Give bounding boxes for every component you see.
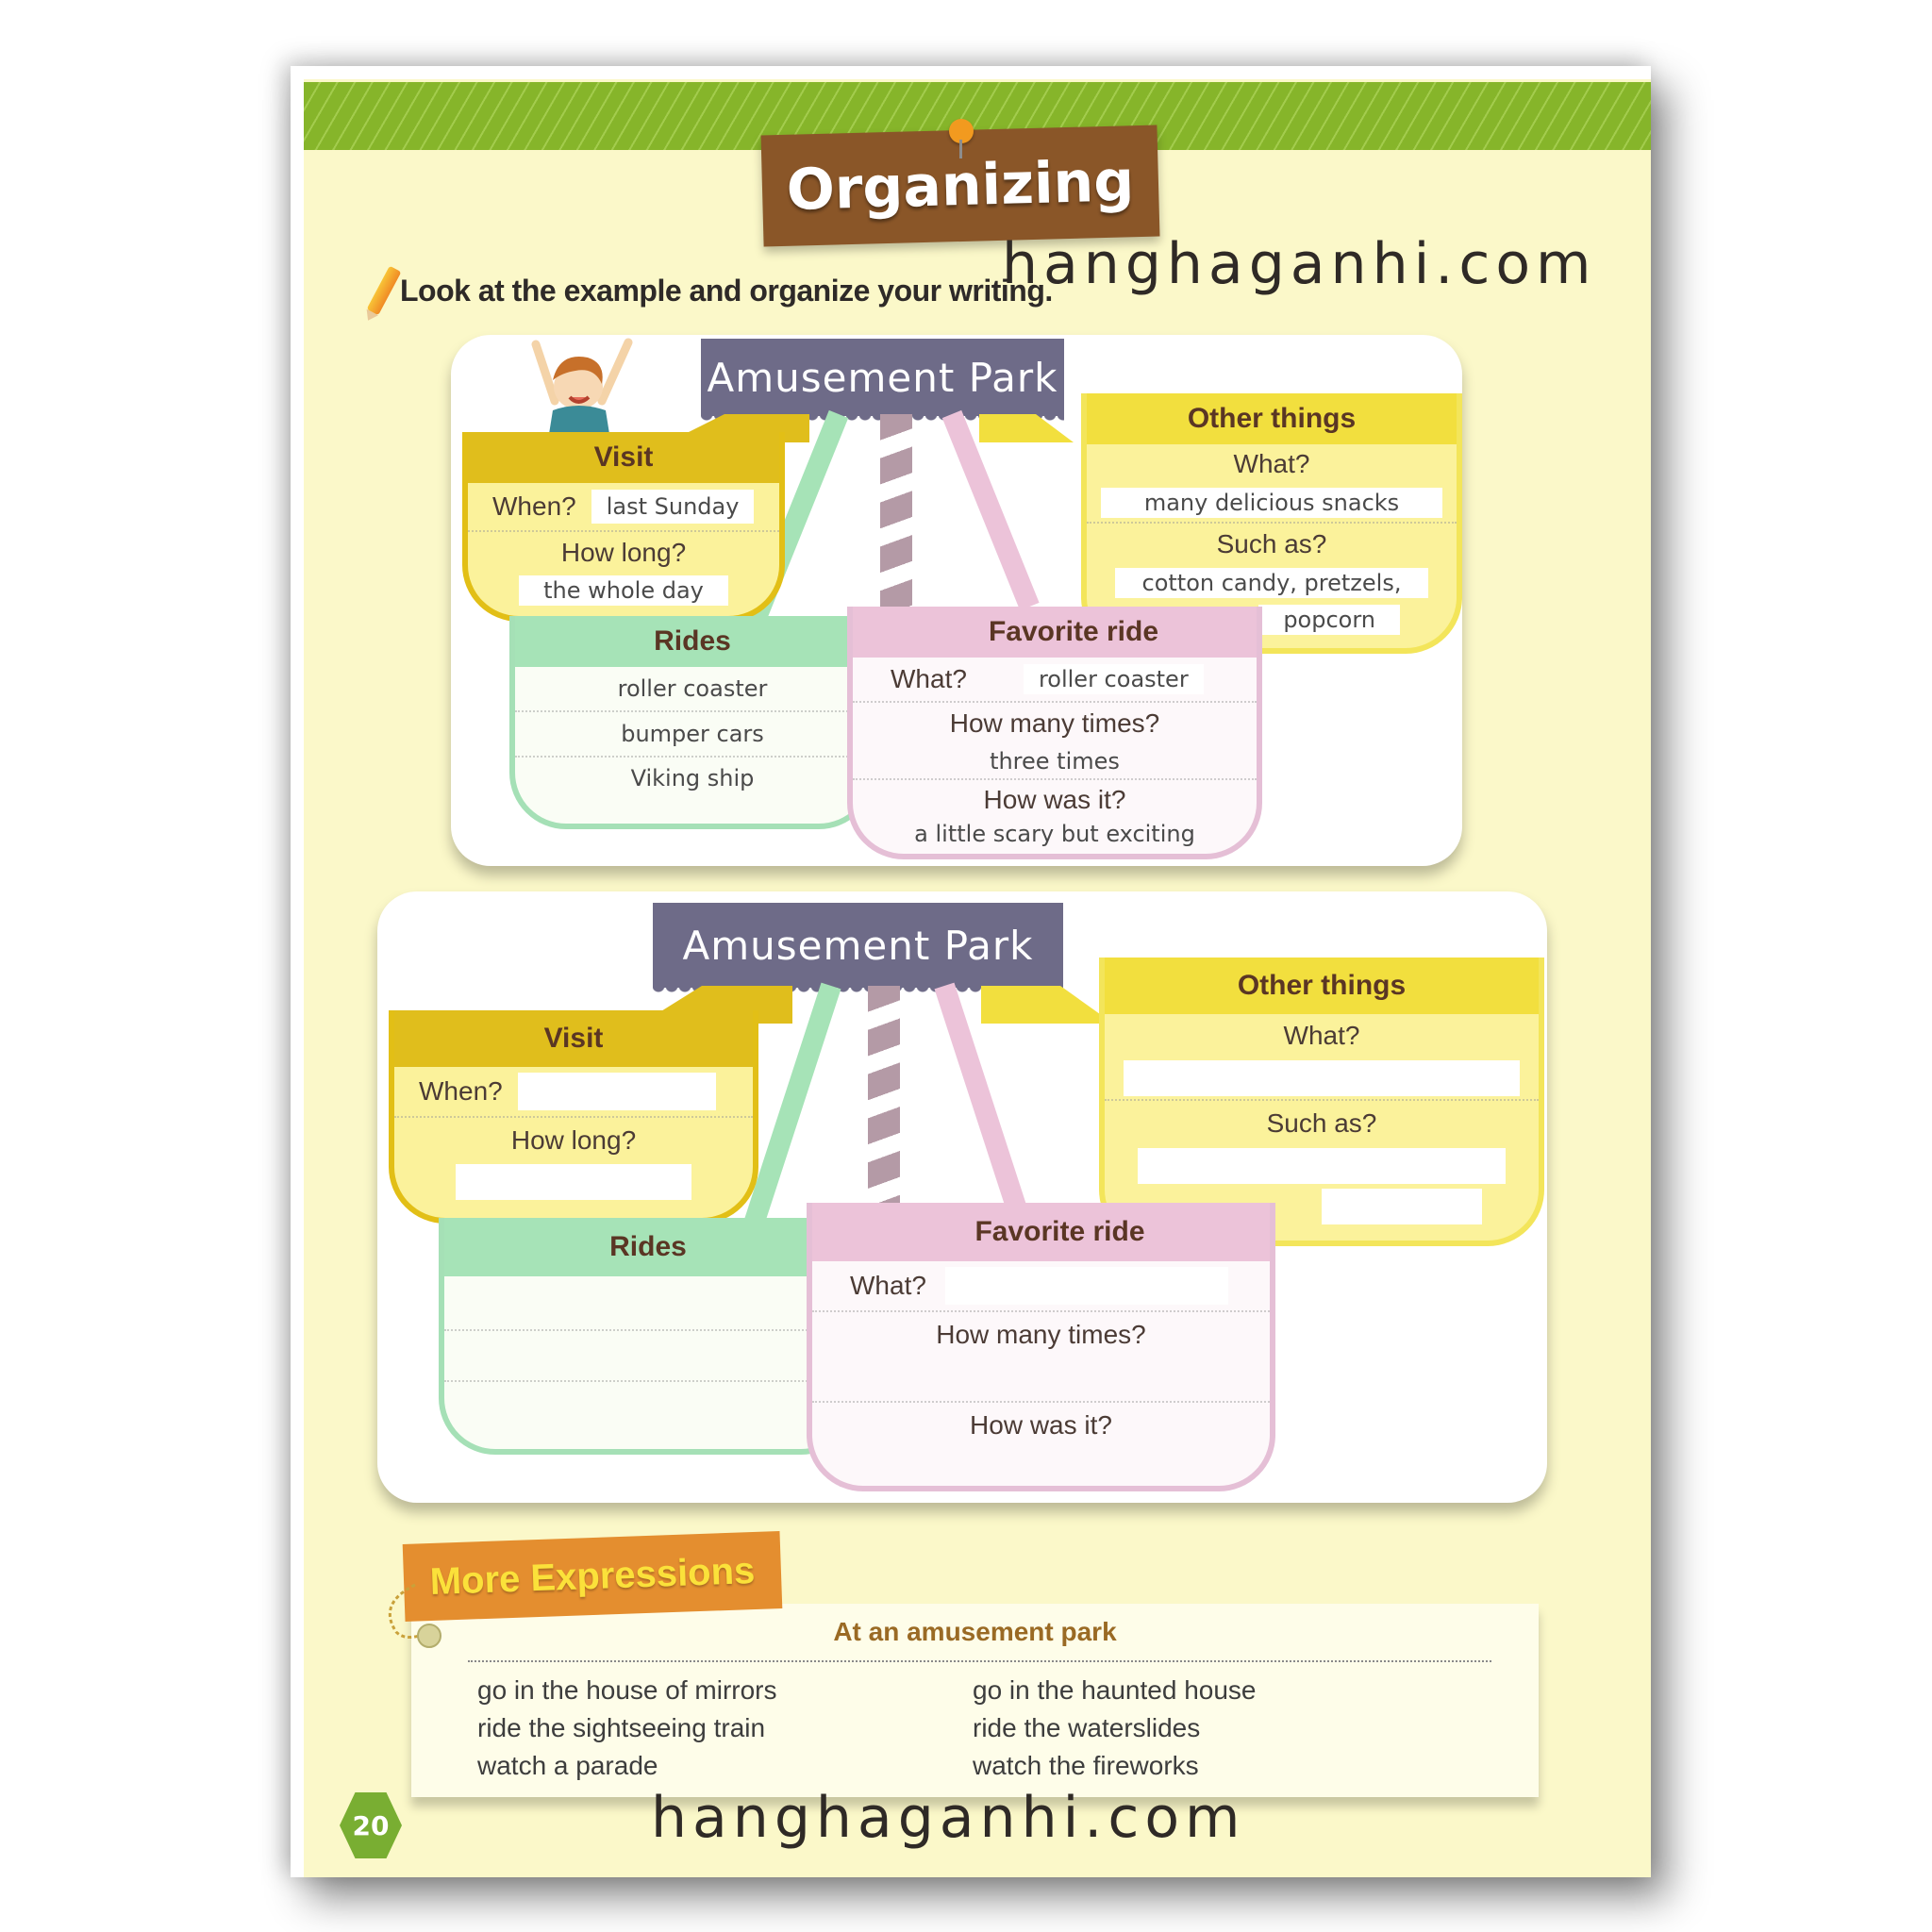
how-was-input[interactable] (812, 1448, 1270, 1486)
how-was-row: a little scary but exciting (853, 820, 1257, 848)
other-things-title: Other things (1105, 958, 1539, 1014)
other-what-input-row (1105, 1058, 1539, 1101)
when-input[interactable] (517, 1073, 716, 1110)
such-as-input-2[interactable] (1322, 1189, 1482, 1224)
how-long-input-row (394, 1163, 753, 1201)
pencil-icon (366, 265, 402, 316)
more-expressions-label: More Expressions (429, 1549, 756, 1603)
expression-item: ride the sightseeing train (477, 1713, 766, 1742)
expression-item: go in the house of mirrors (477, 1675, 777, 1705)
times-label: How many times? (949, 708, 1160, 738)
instruction: Look at the example and organize your wr… (366, 265, 1053, 316)
fav-what-row: What? (812, 1261, 1270, 1312)
expressions-right-column: go in the haunted house ride the watersl… (973, 1672, 1256, 1785)
visit-when-row: When? (394, 1067, 753, 1118)
visit-title: Visit (394, 1010, 753, 1067)
how-long-label: How long? (560, 538, 687, 567)
more-expressions-box: At an amusement park go in the house of … (411, 1604, 1539, 1797)
times-answer: three times (990, 748, 1120, 774)
how-was-label: How was it? (970, 1410, 1112, 1440)
example-organizer-card: Amusement Park Visit When? last Sunday H… (451, 335, 1462, 866)
boy-illustration-icon (531, 338, 633, 434)
fav-what-answer: roller coaster (1023, 664, 1204, 694)
ride-input[interactable] (444, 1382, 852, 1429)
workbook-page: Organizing Look at the example and organ… (291, 66, 1651, 1877)
tag-string-icon (388, 1583, 425, 1639)
expressions-left-column: go in the house of mirrors ride the sigh… (477, 1672, 777, 1785)
fav-what-input[interactable] (944, 1267, 1228, 1305)
such-as-row-2: popcorn (1087, 601, 1457, 639)
such-as-row-1: cotton candy, pretzels, (1087, 565, 1457, 601)
topic-banner: Amusement Park (653, 903, 1063, 997)
ride-item: roller coaster (515, 667, 870, 712)
how-long-answer-row: the whole day (468, 574, 779, 608)
other-things-title: Other things (1087, 393, 1457, 444)
expression-item: go in the haunted house (973, 1675, 1257, 1705)
other-what-label: What? (1233, 449, 1310, 478)
such-as-input-1[interactable] (1138, 1148, 1506, 1184)
times-label: How many times? (936, 1320, 1146, 1349)
how-long-input[interactable] (456, 1164, 691, 1200)
more-expressions-tag: More Expressions (402, 1531, 783, 1622)
rides-box: Rides roller coaster bumper cars Viking … (509, 616, 875, 829)
times-input[interactable] (812, 1357, 1270, 1403)
such-as-answer-2: popcorn (1258, 605, 1400, 635)
page-number-badge: 20 (340, 1792, 402, 1858)
topic-banner: Amusement Park (701, 339, 1064, 425)
such-as-label: Such as? (1216, 529, 1327, 558)
other-what-row: many delicious snacks (1087, 484, 1457, 524)
favorite-ride-title: Favorite ride (812, 1203, 1270, 1261)
rides-title: Rides (444, 1218, 852, 1276)
ride-input[interactable] (444, 1276, 852, 1331)
fav-what-label: What? (891, 664, 967, 693)
such-as-input-row-2 (1105, 1186, 1539, 1227)
when-answer: last Sunday (591, 490, 755, 524)
expression-item: watch the fireworks (973, 1751, 1199, 1780)
watermark-bottom: hanghaganhi.com (651, 1785, 1246, 1851)
tag-ring-icon (417, 1624, 441, 1648)
how-long-answer: the whole day (519, 575, 728, 606)
ride-input[interactable] (444, 1331, 852, 1382)
rides-box: Rides (439, 1218, 858, 1455)
favorite-ride-box: Favorite ride What? roller coaster How m… (847, 607, 1262, 859)
other-what-label: What? (1283, 1021, 1360, 1050)
ride-item: bumper cars (515, 712, 870, 758)
striped-pole (868, 986, 900, 1212)
visit-box: Visit When? How long? (389, 1010, 758, 1224)
visit-when-row: When? last Sunday (468, 483, 779, 532)
dotted-divider (468, 1660, 1491, 1662)
favorite-ride-title: Favorite ride (853, 607, 1257, 658)
favorite-ride-box: Favorite ride What? How many times? How … (807, 1203, 1275, 1491)
such-as-answer-1: cotton candy, pretzels, (1115, 568, 1428, 598)
push-pin-icon (949, 119, 974, 158)
expressions-heading: At an amusement park (833, 1617, 1117, 1646)
when-label: When? (492, 491, 576, 521)
fav-what-row: What? roller coaster (853, 658, 1257, 703)
striped-pole (880, 414, 912, 612)
rides-title: Rides (515, 616, 870, 667)
other-things-box: Other things What? many delicious snacks… (1081, 393, 1462, 654)
other-what-input[interactable] (1124, 1060, 1520, 1096)
when-label: When? (419, 1076, 503, 1106)
other-things-box: Other things What? Such as? (1099, 958, 1544, 1246)
expression-item: watch a parade (477, 1751, 658, 1780)
how-long-label: How long? (510, 1125, 637, 1155)
visit-title: Visit (468, 432, 779, 483)
watermark-top: hanghaganhi.com (1002, 231, 1597, 297)
section-title: Organizing (785, 148, 1136, 224)
fav-what-label: What? (850, 1271, 926, 1300)
how-was-answer: a little scary but exciting (914, 821, 1195, 847)
such-as-input-row-1 (1105, 1146, 1539, 1186)
other-what-answer: many delicious snacks (1101, 488, 1442, 518)
such-as-label: Such as? (1266, 1108, 1377, 1138)
instruction-text: Look at the example and organize your wr… (400, 273, 1053, 308)
blank-organizer-card: Amusement Park Visit When? How long? Oth… (377, 891, 1547, 1503)
expression-item: ride the waterslides (973, 1713, 1201, 1742)
ride-item: Viking ship (630, 765, 755, 791)
how-was-label: How was it? (983, 785, 1126, 814)
yellow-connector-right (981, 986, 1113, 1024)
visit-box: Visit When? last Sunday How long? the wh… (462, 432, 785, 622)
times-row: three times (853, 744, 1257, 780)
